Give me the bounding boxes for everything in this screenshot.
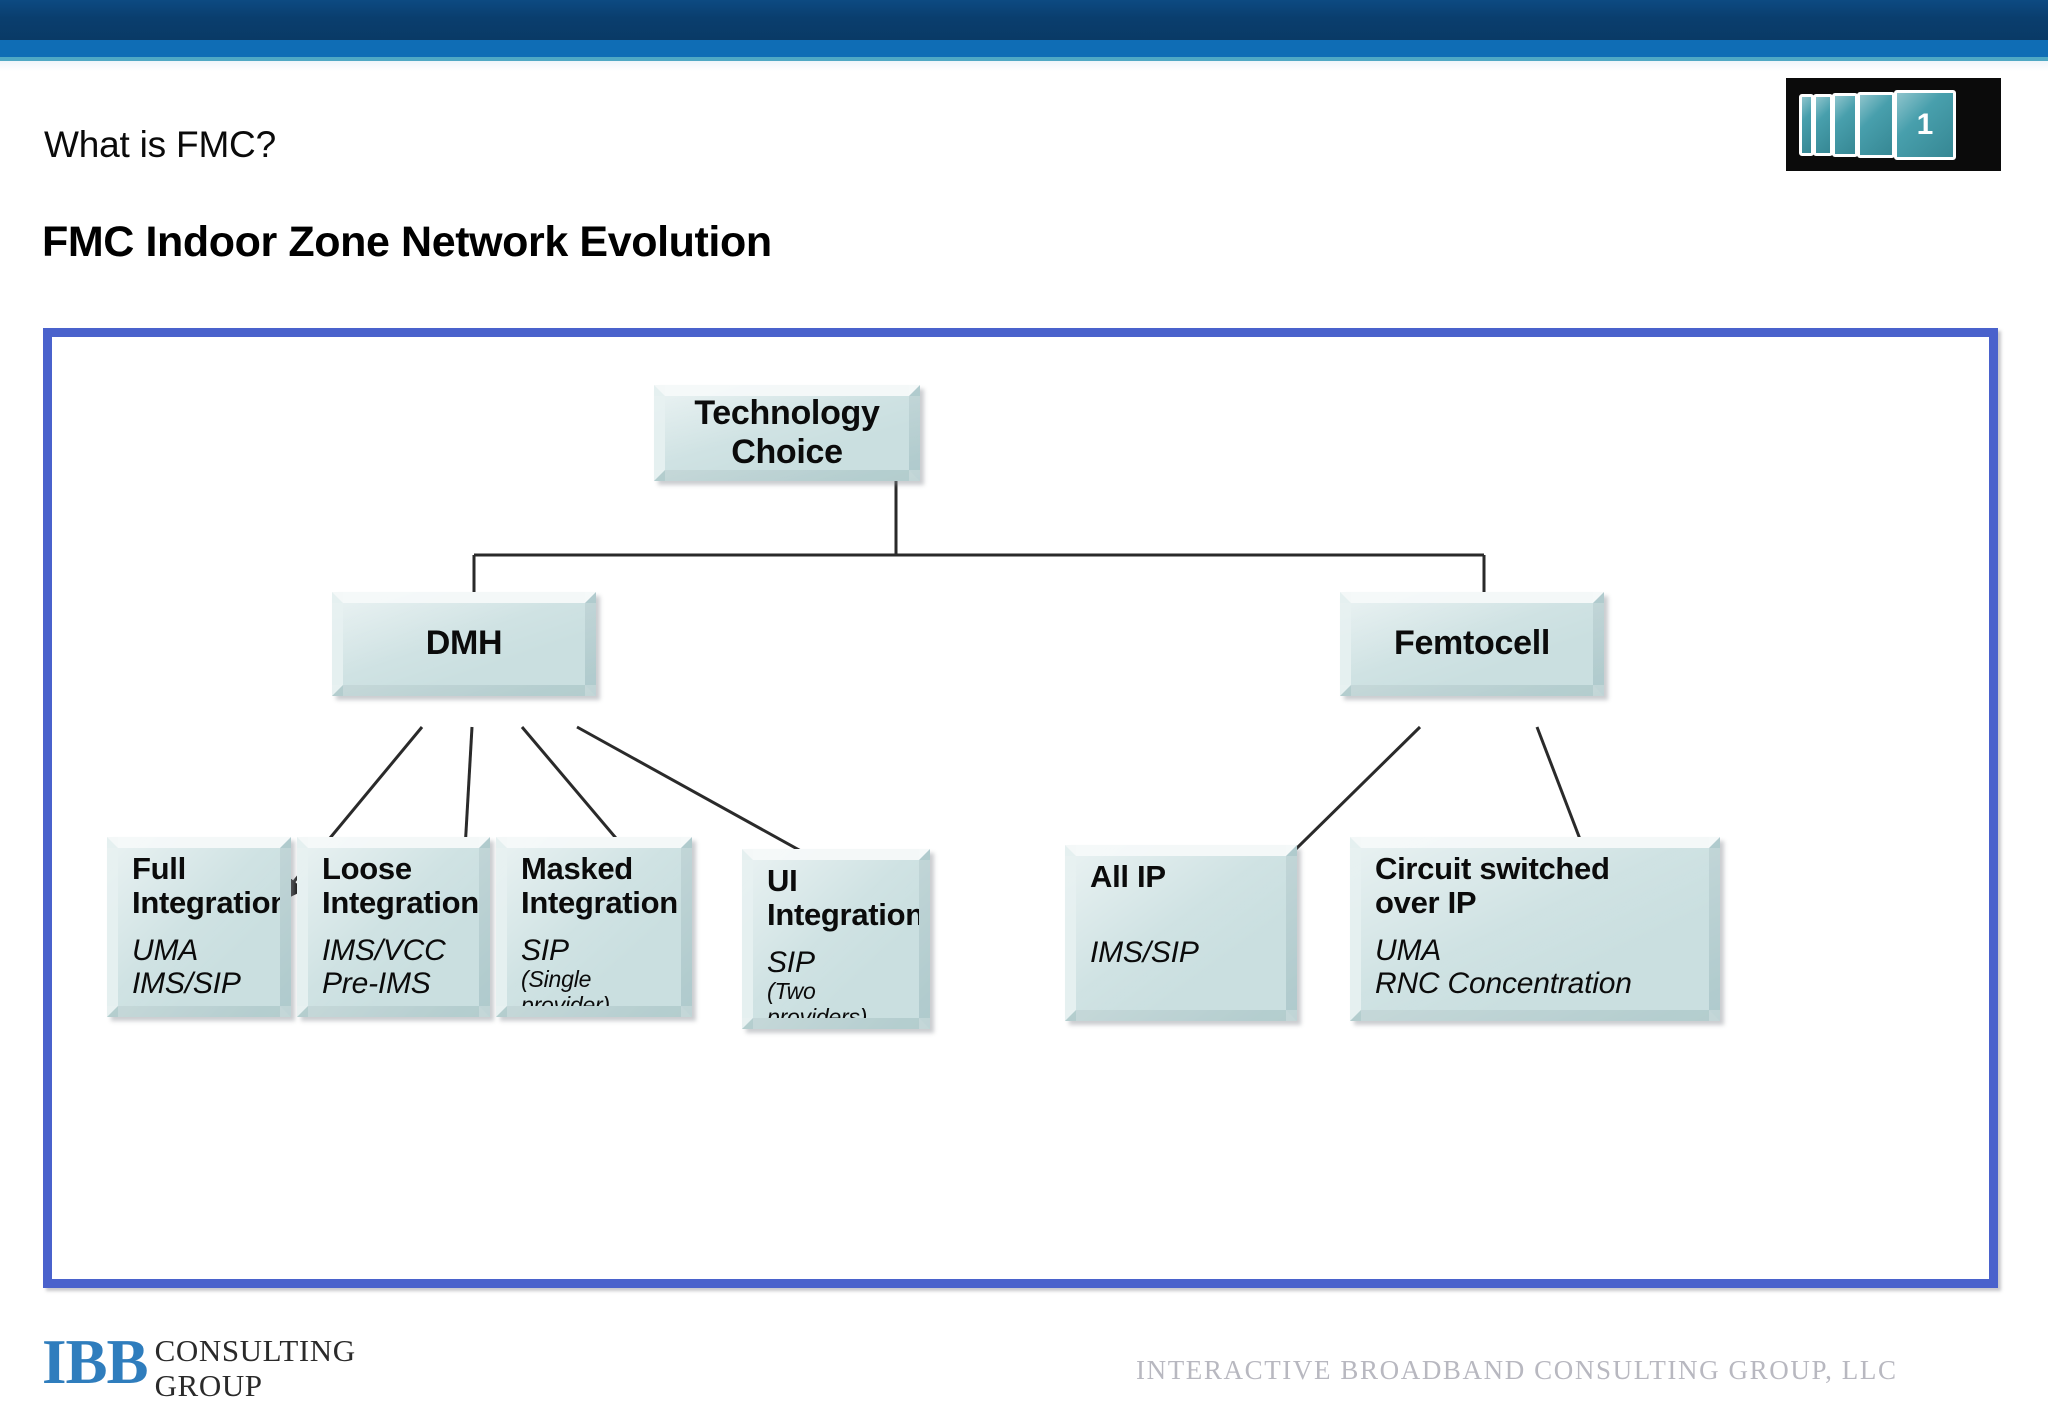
header-fade (0, 61, 2048, 71)
node-circuit-switched-title: Circuit switched over IP (1375, 851, 1610, 921)
section-eyebrow: What is FMC? (44, 124, 276, 165)
node-femtocell-label: Femtocell (1393, 624, 1550, 663)
node-ui-integration-title: UI Integration (767, 863, 924, 933)
node-masked-integration[interactable]: Masked Integration SIP (Single provider) (496, 837, 692, 1017)
header-navy-bar (0, 0, 2048, 40)
ibb-logo: IBB CONSULTING GROUP (42, 1327, 356, 1402)
node-dmh[interactable]: DMH (332, 592, 596, 696)
node-technology-choice-label: Technology Choice (694, 393, 880, 471)
page-title: FMC Indoor Zone Network Evolution (42, 218, 772, 266)
slide-number-badge: 1 (1786, 78, 2001, 171)
node-technology-choice[interactable]: Technology Choice (654, 385, 920, 481)
node-femtocell[interactable]: Femtocell (1340, 592, 1604, 696)
node-loose-integration-title: Loose Integration (322, 851, 479, 921)
node-full-integration-title: Full Integration (132, 851, 289, 921)
ibb-logo-mark: IBB (42, 1327, 149, 1397)
node-all-ip-title: All IP (1090, 859, 1166, 894)
ibb-logo-line2: GROUP (154, 1368, 263, 1404)
badge-number: 1 (1894, 89, 1956, 160)
node-masked-integration-note: (Single provider) (521, 966, 610, 1017)
node-full-integration-sub: UMA IMS/SIP (132, 934, 241, 1001)
badge-bar-4 (1857, 91, 1895, 158)
diagram-frame: Technology Choice DMH Femtocell Full Int… (43, 328, 1998, 1288)
node-loose-integration-sub: IMS/VCC Pre-IMS (322, 934, 446, 1001)
badge-bar-2 (1813, 93, 1833, 156)
node-full-integration[interactable]: Full Integration UMA IMS/SIP (107, 837, 291, 1017)
node-masked-integration-title: Masked Integration (521, 851, 678, 921)
node-all-ip[interactable]: All IP IMS/SIP (1065, 845, 1297, 1021)
node-masked-integration-sub: SIP (521, 934, 569, 968)
node-ui-integration[interactable]: UI Integration SIP (Two providers) (742, 849, 930, 1029)
node-all-ip-sub: IMS/SIP (1090, 936, 1199, 970)
node-circuit-switched-sub: UMA RNC Concentration (1375, 934, 1632, 1001)
badge-bar-1 (1799, 93, 1814, 156)
footer-tagline: INTERACTIVE BROADBAND CONSULTING GROUP, … (1136, 1355, 1898, 1385)
node-ui-integration-note: (Two providers) (767, 978, 868, 1029)
node-loose-integration[interactable]: Loose Integration IMS/VCC Pre-IMS (297, 837, 490, 1017)
node-circuit-switched-over-ip[interactable]: Circuit switched over IP UMA RNC Concent… (1350, 837, 1720, 1021)
badge-bar-3 (1832, 92, 1858, 157)
header-teal-rule (0, 57, 2048, 61)
node-ui-integration-sub: SIP (767, 946, 815, 980)
ibb-logo-line1: CONSULTING (154, 1333, 356, 1368)
connector-layer (275, 467, 1610, 910)
node-dmh-label: DMH (425, 624, 503, 663)
ibb-logo-words: CONSULTING GROUP (148, 1332, 356, 1402)
header-blue-bar (0, 40, 2048, 57)
